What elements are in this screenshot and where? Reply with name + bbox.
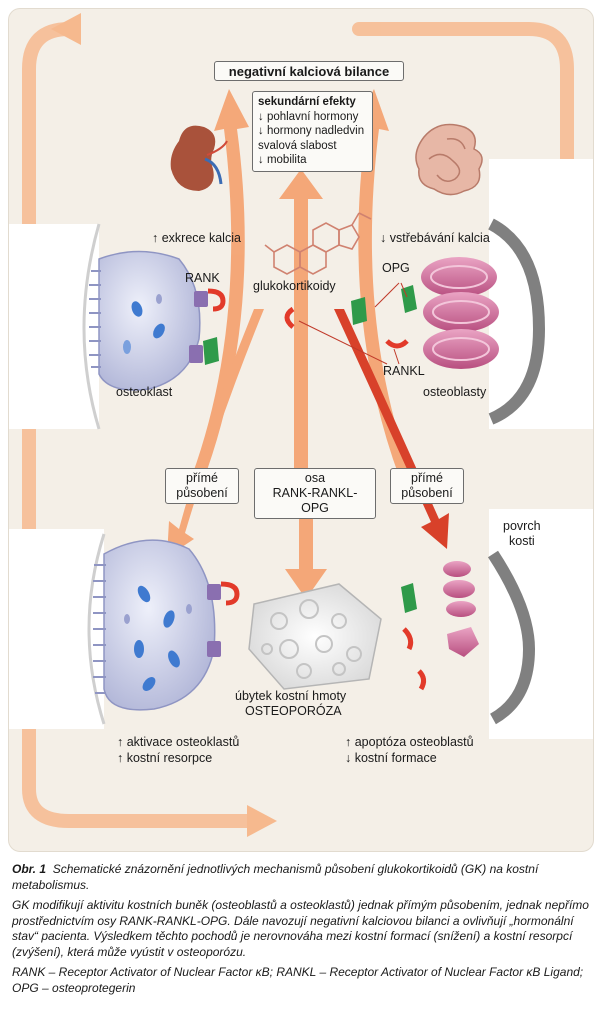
bone-formation-label: ↓ kostní formace: [345, 751, 437, 765]
bone-edge-right-top: [488, 218, 546, 425]
osteoblasts-lower-icon: [443, 561, 479, 657]
diagram-panel: negativní kalciová bilance sekundární ef…: [8, 8, 594, 852]
calcium-excretion-label: ↑ exkrece kalcia: [152, 231, 241, 245]
diagram-graphics: [9, 13, 593, 837]
outer-cycle-arrow: [22, 22, 574, 828]
bone-surface-label-2: kosti: [509, 534, 535, 548]
osteoblast-apoptosis-label: ↑ apoptóza osteoblastů: [345, 735, 474, 749]
direct-action-right-line2: působení: [401, 486, 453, 500]
rank-receptor-lower-icon: [207, 581, 240, 657]
direct-action-left-line2: působení: [176, 486, 228, 500]
bone-surface-label: povrch: [503, 519, 541, 533]
glucocorticoid-molecule-icon: [264, 212, 372, 275]
osteoporosis-label: OSTEOPORÓZA: [245, 704, 342, 718]
bone-edge-right-bottom: [487, 550, 536, 725]
osteoblasts-label: osteoblasty: [423, 385, 487, 399]
osteoclast-upper-icon: [89, 250, 201, 391]
rank-rankl-opg-axis-box: osa RANK-RANKL-OPG: [254, 468, 376, 519]
bone-surface-right-bottom: [489, 509, 593, 739]
secondary-effect-item: svalová slabost: [258, 139, 337, 152]
axis-box-line1: osa: [304, 471, 326, 485]
intestine-icon: [415, 123, 483, 196]
glucocorticoids-label: glukokortikoidy: [253, 279, 336, 293]
osteoclast-lower-icon: [93, 539, 216, 711]
calcium-absorption-label: ↓ vstřebávání kalcia: [380, 231, 490, 245]
bone-loss-label: úbytek kostní hmoty: [235, 689, 347, 703]
cycle-arrowhead-top: [51, 13, 81, 45]
bone-resorption-label: ↑ kostní resorpce: [117, 751, 213, 765]
caption-label: Obr. 1: [12, 862, 47, 876]
bone-matrix-icon: [248, 583, 382, 690]
caption-note: GK modifikují aktivitu kostních buněk (o…: [12, 898, 589, 959]
osteoblasts-upper-icon: [421, 257, 499, 369]
caption-title: Schematické znázornění jednotlivých mech…: [12, 862, 539, 892]
rank-receptor-icon: [189, 288, 226, 365]
bone-edge-left-top: [82, 223, 101, 430]
cycle-arrowhead-bottom: [247, 805, 277, 837]
direct-action-right-box: přímé působení: [390, 468, 464, 504]
secondary-effects-box: sekundární efekty ↓ pohlavní hormony ↓ h…: [252, 91, 373, 172]
direct-action-left-line1: přímé: [186, 471, 218, 485]
osteoclast-activation-label: ↑ aktivace osteoklastů: [117, 735, 240, 749]
secondary-effects-heading: sekundární efekty: [258, 96, 356, 108]
direct-action-right-line1: přímé: [411, 471, 443, 485]
negative-calcium-balance-box: negativní kalciová bilance: [214, 61, 404, 81]
bone-edge-left-bottom: [87, 533, 106, 725]
rankl-token-icon: [284, 306, 427, 691]
axis-box-line2: RANK-RANKL-OPG: [272, 486, 358, 515]
kidney-icon: [170, 125, 228, 191]
secondary-effect-item: ↓ pohlavní hormony: [258, 110, 359, 123]
rankl-pointer-lines: [298, 282, 408, 365]
secondary-effect-item: ↓ mobilita: [258, 154, 307, 166]
osteoclast-label: osteoklast: [116, 385, 173, 399]
secondary-effect-item: ↓ hormony nadledvin: [258, 125, 365, 137]
direct-action-left-box: přímé působení: [165, 468, 239, 504]
opg-label: OPG: [382, 261, 410, 275]
rankl-label: RANKL: [383, 364, 425, 378]
figure-caption: Obr. 1 Schematické znázornění jednotlivý…: [12, 862, 592, 1001]
rank-label: RANK: [185, 271, 220, 285]
caption-abbreviations: RANK – Receptor Activator of Nuclear Fac…: [12, 965, 584, 995]
